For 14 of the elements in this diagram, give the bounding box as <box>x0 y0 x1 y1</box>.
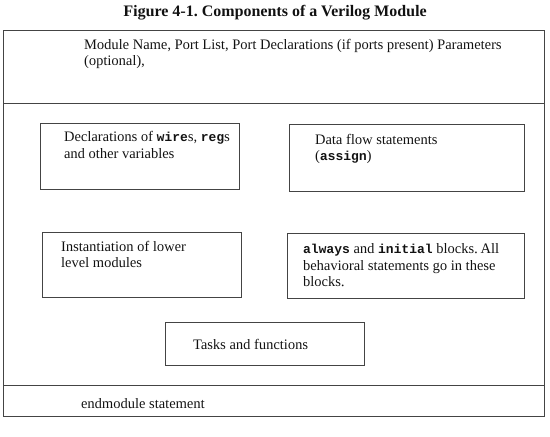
component-text: endmodule statement <box>81 396 206 412</box>
component-text: Declarations of wires, regs and other variables <box>64 129 231 162</box>
component-box <box>289 124 525 192</box>
component-text: Tasks and functions <box>193 337 309 353</box>
module-outline <box>3 30 545 417</box>
component-box <box>165 322 365 366</box>
component-text: always and initial blocks. All behavioral statements go in these blocks. <box>303 241 500 290</box>
component-text: Instantiation of lower level modules <box>61 239 187 271</box>
component-box <box>40 123 240 190</box>
component-text: Data flow statements (assign) <box>315 132 438 165</box>
component-box <box>42 232 242 298</box>
figure-title: Figure 4-1. Components of a Verilog Module <box>122 3 428 21</box>
component-text: Module Name, Port List, Port Declarations (if ports present) Parameters (optional), <box>84 37 503 69</box>
component-box <box>287 233 525 299</box>
